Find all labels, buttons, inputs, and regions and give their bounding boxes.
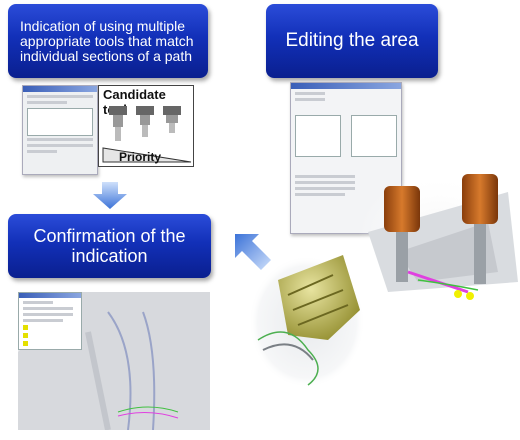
cutter-detail-render — [248, 250, 366, 390]
tool-dialog-screenshot — [22, 85, 98, 175]
indication-text: Indication of using multiple appropriate… — [20, 17, 194, 64]
candidate-tool-panel: Candidate tool Priority — [98, 85, 194, 167]
editing-box: Editing the area — [266, 4, 438, 78]
diagonal-arrow-icon — [235, 234, 271, 270]
editing-text: Editing the area — [285, 30, 419, 51]
confirmation-text: Confirmation of the indication — [33, 226, 186, 266]
down-arrow-icon — [93, 182, 127, 209]
priority-label: Priority — [119, 150, 162, 164]
confirmation-screenshot — [18, 292, 210, 430]
indication-box: Indication of using multiple appropriate… — [8, 4, 208, 78]
tool-machining-render — [358, 172, 520, 300]
tree-panel — [18, 292, 82, 350]
tool-icons — [102, 106, 192, 163]
confirmation-box: Confirmation of the indication — [8, 214, 211, 278]
